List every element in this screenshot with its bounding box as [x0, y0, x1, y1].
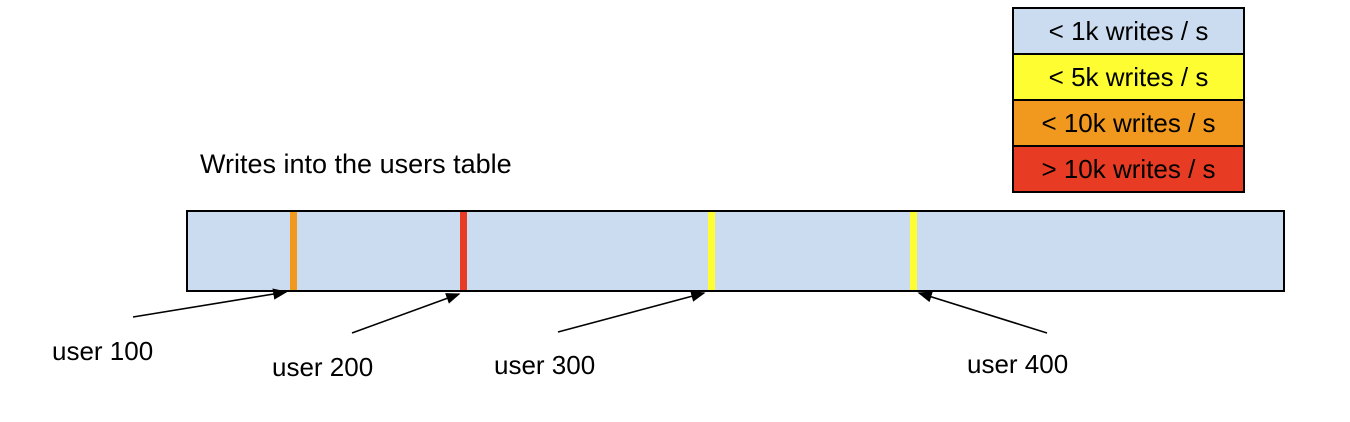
- user-300-label: user 300: [494, 350, 596, 380]
- write-hotspot-marker-user-200: [460, 212, 467, 290]
- user-100-label: user 100: [52, 336, 154, 366]
- legend-item-lt-10k: < 10k writes / s: [1012, 99, 1245, 147]
- arrow-user-200: [351, 293, 461, 334]
- arrow-user-100: [132, 288, 288, 318]
- write-hotspot-marker-user-100: [290, 212, 297, 290]
- legend-item-lt-1k: < 1k writes / s: [1012, 7, 1245, 55]
- arrow-user-300: [557, 290, 706, 333]
- write-hotspot-marker-user-400: [910, 212, 917, 290]
- arrow-user-400: [917, 291, 1048, 334]
- legend-item-gt-10k: > 10k writes / s: [1012, 145, 1245, 193]
- diagram-title: Writes into the users table: [200, 149, 512, 179]
- write-hotspot-marker-user-300: [708, 212, 715, 290]
- users-table-bar: [186, 210, 1285, 292]
- write-rate-legend: < 1k writes / s < 5k writes / s < 10k wr…: [1012, 7, 1245, 193]
- user-200-label: user 200: [272, 352, 374, 382]
- legend-item-lt-5k: < 5k writes / s: [1012, 53, 1245, 101]
- user-400-label: user 400: [967, 349, 1069, 379]
